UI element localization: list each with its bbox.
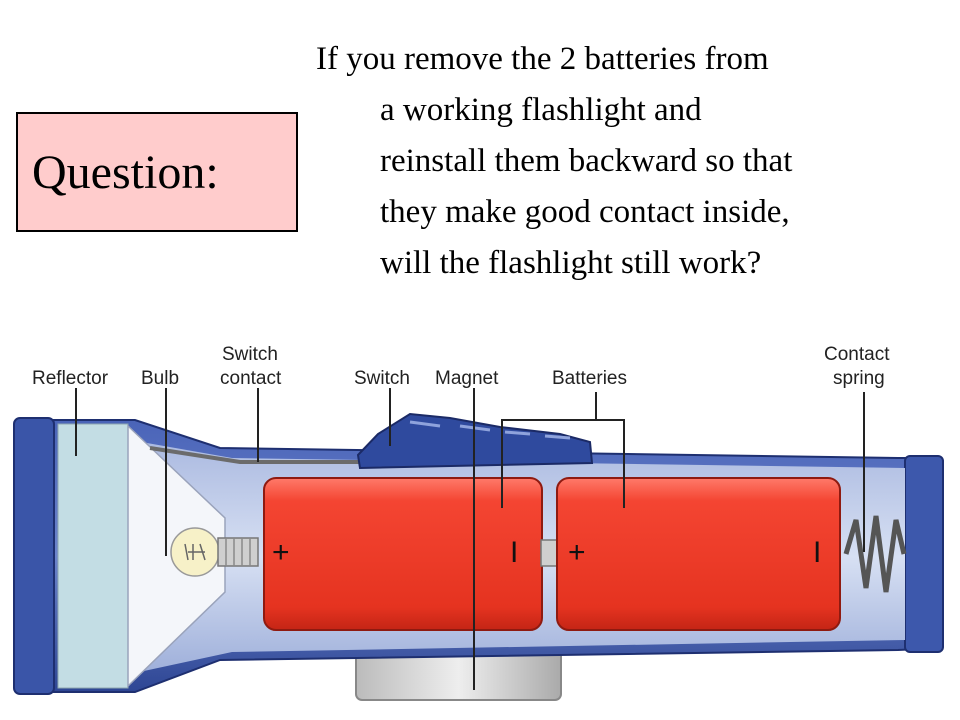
question-text: If you remove the 2 batteries from a wor… xyxy=(316,34,946,289)
question-line-2: a working flashlight and xyxy=(380,92,702,128)
label-switch-contact-line-2: contact xyxy=(220,368,282,389)
question-line-4: they make good contact inside, xyxy=(380,194,790,230)
battery-2-minus: I xyxy=(813,536,821,569)
label-contact-spring-line-1: Contact xyxy=(824,344,890,365)
label-switch-contact-line-1: Switch xyxy=(222,344,278,365)
tail-cap xyxy=(904,455,944,653)
question-line-1: If you remove the 2 batteries from xyxy=(316,41,769,77)
flashlight-diagram: + I + I Reflector Bulb Switch contact Sw… xyxy=(13,344,944,701)
leader-lines xyxy=(75,388,865,690)
label-batteries: Batteries xyxy=(552,368,627,389)
battery-1 xyxy=(263,477,543,631)
battery-1-minus: I xyxy=(510,536,518,569)
switch-contact-strip xyxy=(149,446,370,464)
bulb-base xyxy=(217,537,259,567)
label-magnet: Magnet xyxy=(435,368,499,389)
battery-1-plus: + xyxy=(272,536,290,569)
head-rim xyxy=(13,417,55,695)
label-reflector: Reflector xyxy=(32,368,109,389)
label-switch: Switch xyxy=(354,368,410,389)
question-line-5: will the flashlight still work? xyxy=(380,245,762,281)
question-label-box: Question: xyxy=(16,112,298,232)
label-contact-spring-line-2: spring xyxy=(833,368,885,389)
reflector-glass xyxy=(57,423,129,689)
label-bulb: Bulb xyxy=(141,368,179,389)
battery-2 xyxy=(556,477,841,631)
contact-spring xyxy=(843,515,907,593)
battery-2-plus: + xyxy=(568,536,586,569)
question-line-3: reinstall them backward so that xyxy=(380,143,793,179)
question-label: Question: xyxy=(32,145,219,199)
